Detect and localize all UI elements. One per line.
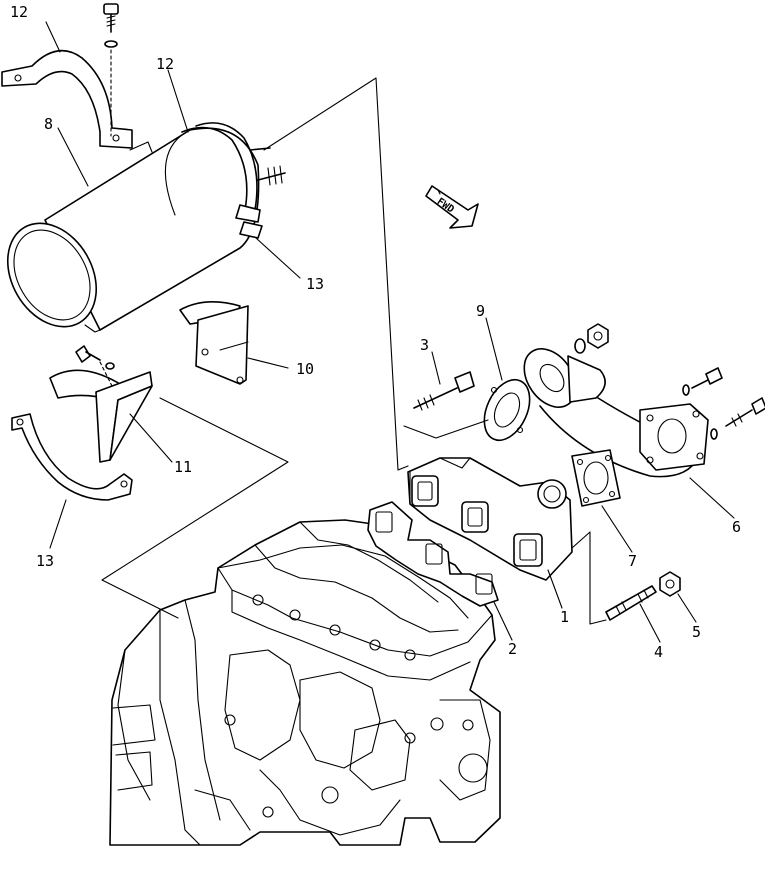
nut-5 bbox=[659, 571, 681, 597]
exhaust-pipe-6 bbox=[523, 323, 765, 478]
callout-8: 8 bbox=[44, 115, 53, 133]
callout-9: 9 bbox=[476, 302, 485, 320]
assembly-guide-lines bbox=[101, 77, 607, 625]
gasket-7 bbox=[571, 449, 621, 507]
upper-clamp-12 bbox=[1, 3, 133, 149]
callout-1: 1 bbox=[560, 608, 569, 626]
bracket-10 bbox=[179, 301, 249, 385]
muffler-band-12 bbox=[181, 122, 263, 239]
gasket-9 bbox=[483, 378, 531, 442]
callout-10: 10 bbox=[296, 360, 314, 378]
leader-lines bbox=[45, 21, 735, 643]
callout-7: 7 bbox=[628, 552, 637, 570]
callout-3: 3 bbox=[420, 336, 429, 354]
engine-block bbox=[109, 519, 501, 846]
bracket-11 bbox=[49, 345, 153, 463]
callout-13-upper: 13 bbox=[306, 275, 324, 293]
callout-13-lower: 13 bbox=[36, 552, 54, 570]
bolt-3 bbox=[413, 371, 475, 411]
manifold-gasket-2 bbox=[367, 501, 499, 607]
forward-arrow-icon: FWD bbox=[425, 185, 479, 229]
exhaust-manifold-1 bbox=[407, 457, 573, 581]
callout-2: 2 bbox=[508, 640, 517, 658]
callout-12-band: 12 bbox=[156, 55, 174, 73]
callout-11: 11 bbox=[174, 458, 192, 476]
callout-labels: 12 12 8 13 10 11 13 3 9 6 7 1 2 4 5 bbox=[10, 3, 741, 661]
callout-4: 4 bbox=[654, 643, 663, 661]
lower-clamp-13 bbox=[11, 413, 133, 501]
muffler bbox=[6, 127, 286, 333]
stud-4 bbox=[605, 585, 657, 621]
callout-6: 6 bbox=[732, 518, 741, 536]
callout-5: 5 bbox=[692, 623, 701, 641]
callout-12-clamp: 12 bbox=[10, 3, 28, 21]
